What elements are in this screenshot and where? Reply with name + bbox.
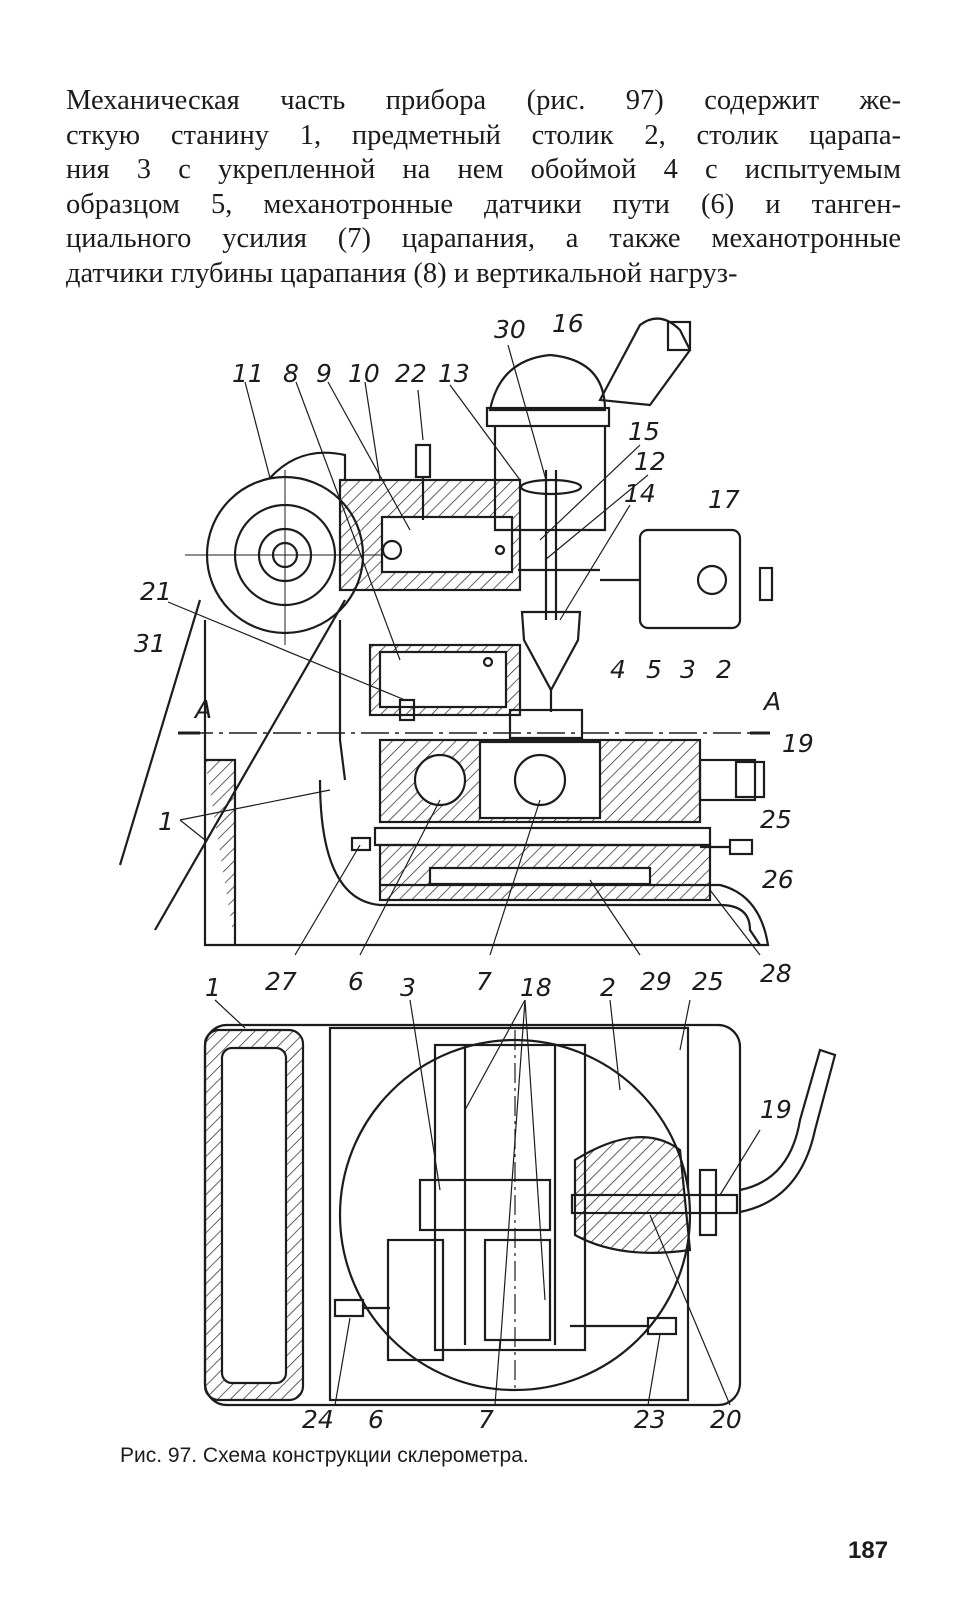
label-28: 28 [760,959,792,988]
body-paragraph: Механическая часть прибора (рис. 97) сод… [66,84,901,291]
label-3: 3 [400,973,416,1002]
page-number: 187 [848,1537,889,1564]
label-a-right: A [762,687,781,716]
label-19: 19 [782,729,814,758]
label-23: 23 [634,1405,666,1434]
labels-top: 30 16 11 8 9 10 22 13 15 12 14 17 21 31 … [134,309,814,996]
label-7: 7 [476,967,492,996]
label-16: 16 [552,309,584,338]
label-12: 12 [634,447,666,476]
label-27: 27 [265,967,297,996]
label-13: 13 [438,359,470,388]
text-line: ния 3 с укрепленной на нем обоймой 4 с и… [66,154,901,185]
label-21: 21 [140,577,172,606]
label-a-left: A [193,695,212,724]
text-line: циального усилия (7) царапания, а также … [66,223,901,254]
label-1: 1 [205,973,221,1002]
label-25: 25 [692,967,724,996]
label-14: 14 [624,479,656,508]
label-26: 26 [762,865,794,894]
label-10: 10 [348,359,380,388]
label-7: 7 [478,1405,494,1434]
label-2: 2 [716,655,732,684]
text-line: образцом 5, механотронные датчики пути (… [66,188,901,220]
text-line: Механическая часть прибора (рис. 97) сод… [66,85,901,116]
label-22: 22 [395,359,427,388]
label-24: 24 [302,1405,334,1434]
label-5: 5 [646,655,662,684]
section-view [203,999,837,1407]
label-9: 9 [316,359,332,388]
label-15: 15 [628,417,660,446]
label-3: 3 [680,655,696,684]
side-view [118,317,774,956]
sclerometer-diagram: 30 16 11 8 9 10 22 13 15 12 14 17 21 31 … [118,309,837,1434]
label-29: 29 [640,967,672,996]
label-1: 1 [158,807,174,836]
label-17: 17 [708,485,740,514]
label-2: 2 [600,973,616,1002]
label-6: 6 [348,967,364,996]
label-11: 11 [232,359,264,388]
label-20: 20 [710,1405,742,1434]
label-19: 19 [760,1095,792,1124]
label-6: 6 [368,1405,384,1434]
label-30: 30 [494,315,526,344]
text-line: сткую станину 1, предметный столик 2, ст… [66,119,901,151]
label-8: 8 [283,359,299,388]
labels-bottom: 1 3 18 2 25 19 20 24 6 7 23 [205,967,792,1434]
label-25: 25 [760,805,792,834]
label-4: 4 [610,655,626,684]
text-line: датчики глубины царапания (8) и вертикал… [66,257,738,289]
label-31: 31 [134,629,166,658]
figure-caption: Рис. 97. Схема конструкции склерометра. [120,1444,529,1467]
label-18: 18 [520,973,552,1002]
